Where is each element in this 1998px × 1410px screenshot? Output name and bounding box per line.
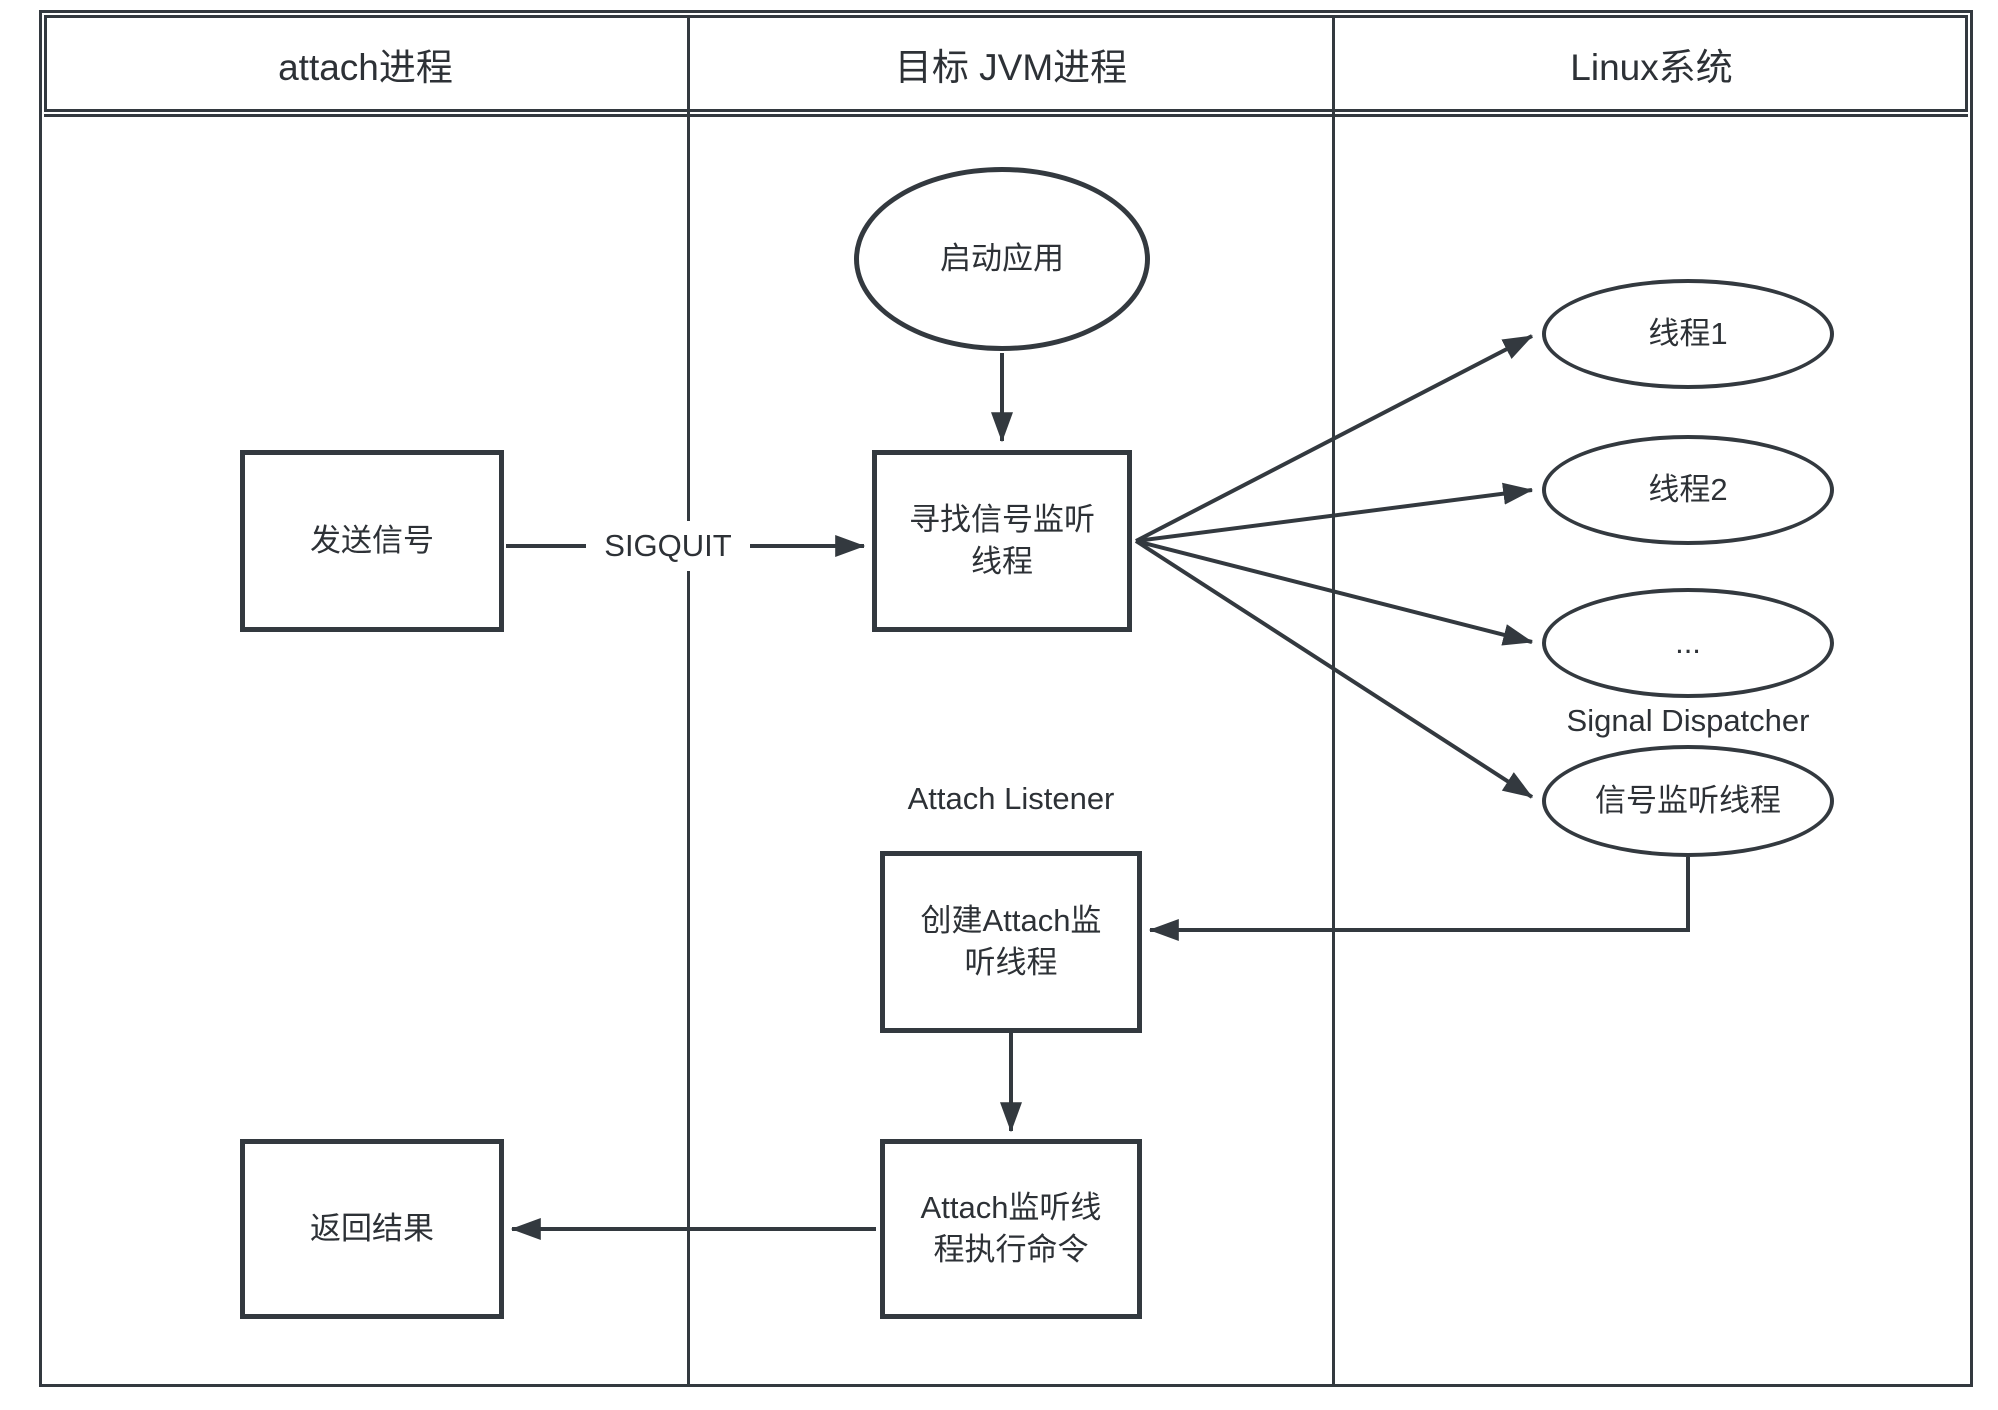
edge-find-to-thread1 <box>1135 334 1534 543</box>
node-find-signal-thread-line2: 线程 <box>971 544 1033 579</box>
edge-signal-listener-to-create <box>1148 857 1690 941</box>
lane-title-linux-system: Linux系统 <box>1570 46 1733 88</box>
node-send-signal-label: 发送信号 <box>310 523 434 558</box>
swimlane-header-row <box>44 15 1968 112</box>
node-thread-more: ... <box>1542 588 1834 698</box>
node-create-attach-listener-line2: 听线程 <box>964 945 1058 980</box>
swimlane-frame <box>39 10 1973 1387</box>
lane-title-target-jvm-process: 目标 JVM进程 <box>894 46 1128 88</box>
lane-divider-1 <box>687 15 690 1384</box>
node-start-app-label: 启动应用 <box>940 241 1064 276</box>
lane-divider-2 <box>1332 15 1335 1384</box>
node-thread1-label: 线程1 <box>1648 316 1728 351</box>
node-return-result-label: 返回结果 <box>310 1211 434 1246</box>
node-thread2: 线程2 <box>1542 435 1834 545</box>
edge-find-to-thread2 <box>1135 482 1534 543</box>
node-exec-command-line2: 程执行命令 <box>933 1232 1089 1267</box>
node-exec-command: Attach监听线 程执行命令 <box>880 1139 1142 1319</box>
note-attach-listener: Attach Listener <box>907 781 1115 816</box>
node-find-signal-thread: 寻找信号监听 线程 <box>872 450 1132 632</box>
node-thread1: 线程1 <box>1542 279 1834 389</box>
node-create-attach-listener-line1: 创建Attach监 <box>920 903 1102 938</box>
node-return-result: 返回结果 <box>240 1139 504 1319</box>
edge-label-sigquit: SIGQUIT <box>586 521 750 571</box>
swimlane-header-underline <box>44 114 1968 117</box>
edge-find-to-signal-listener <box>1134 539 1534 799</box>
lane-title-attach-process: attach进程 <box>278 46 453 88</box>
node-create-attach-listener: 创建Attach监 听线程 <box>880 851 1142 1033</box>
node-thread-more-label: ... <box>1675 625 1701 660</box>
node-send-signal: 发送信号 <box>240 450 504 632</box>
node-exec-command-line1: Attach监听线 <box>920 1190 1102 1225</box>
node-start-app: 启动应用 <box>854 167 1150 351</box>
note-signal-dispatcher: Signal Dispatcher <box>1566 703 1810 738</box>
node-signal-listener-thread-label: 信号监听线程 <box>1595 783 1781 818</box>
node-signal-listener-thread: 信号监听线程 <box>1542 745 1834 857</box>
node-thread2-label: 线程2 <box>1648 472 1728 507</box>
node-find-signal-thread-line1: 寻找信号监听 <box>909 502 1095 537</box>
edge-find-to-thread-more <box>1135 539 1534 646</box>
